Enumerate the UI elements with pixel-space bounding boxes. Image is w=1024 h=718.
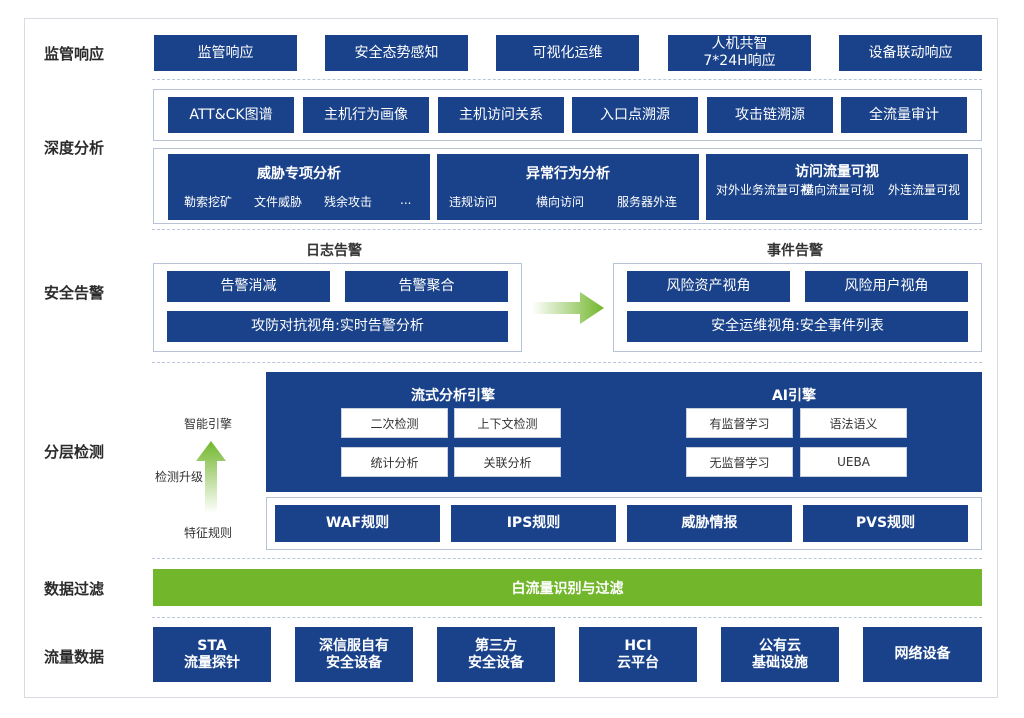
stream-engine-title: 流式分析引擎 — [411, 388, 495, 404]
ai-engine-item: UEBA — [800, 447, 907, 477]
row-label-deep-analysis: 深度分析 — [44, 139, 105, 157]
ai-engine-item: 无监督学习 — [686, 447, 793, 477]
threat-analysis-title: 威胁专项分析 — [257, 166, 341, 182]
anomaly-analysis-title: 异常行为分析 — [526, 166, 610, 182]
event-alarm-box: 风险资产视角 — [627, 271, 790, 302]
row-label-security-alarm: 安全告警 — [44, 284, 105, 302]
visit-item: 外连流量可视 — [888, 183, 961, 197]
traffic-source-box: 公有云基础设施 — [721, 627, 839, 682]
event-alarm-wide-box: 安全运维视角:安全事件列表 — [627, 311, 968, 342]
stream-engine-item: 统计分析 — [341, 447, 448, 477]
log-alarm-box: 告警消减 — [167, 271, 330, 302]
event-alarm-box: 风险用户视角 — [805, 271, 968, 302]
visit-item: 对外业务流量可视 — [716, 183, 813, 197]
deep-top-box: 全流量审计 — [841, 97, 967, 133]
separator — [152, 229, 982, 230]
ai-engine-item: 语法语义 — [800, 408, 907, 438]
stream-engine-item: 上下文检测 — [454, 408, 561, 438]
log-alarm-box: 告警聚合 — [345, 271, 508, 302]
rule-box: PVS规则 — [803, 505, 968, 542]
white-traffic-filter-bar: 白流量识别与过滤 — [153, 569, 982, 606]
anomaly-analysis-panel: 异常行为分析 违规访问 横向访问 服务器外连 — [437, 154, 699, 220]
row-label-data-filter: 数据过滤 — [44, 580, 105, 598]
visit-item: 横向流量可视 — [802, 183, 875, 197]
monitor-box: 监管响应 — [154, 35, 297, 71]
threat-item: 勒索挖矿 — [184, 195, 233, 209]
deep-top-box: ATT&CK图谱 — [168, 97, 294, 133]
threat-item: 残余攻击 — [324, 195, 373, 209]
ai-engine-item: 有监督学习 — [686, 408, 793, 438]
threat-analysis-panel: 威胁专项分析 勒索挖矿 文件威胁 残余攻击 ... — [168, 154, 430, 220]
upgrade-top-label: 智能引擎 — [184, 417, 233, 431]
monitor-box: 设备联动响应 — [839, 35, 982, 71]
stream-engine-item: 二次检测 — [341, 408, 448, 438]
traffic-source-box: 网络设备 — [863, 627, 982, 682]
rule-box: 威胁情报 — [627, 505, 792, 542]
ai-engine-title: AI引擎 — [771, 388, 817, 404]
diagram-frame — [24, 18, 998, 698]
threat-item: ... — [400, 193, 412, 207]
anomaly-item: 横向访问 — [536, 195, 585, 209]
anomaly-item: 违规访问 — [449, 195, 498, 209]
threat-item: 文件威胁 — [254, 195, 303, 209]
log-alarm-wide-box: 攻防对抗视角:实时告警分析 — [167, 311, 508, 342]
row-label-monitor: 监管响应 — [44, 45, 105, 63]
rule-box: IPS规则 — [451, 505, 616, 542]
deep-top-box: 入口点溯源 — [572, 97, 698, 133]
anomaly-item: 服务器外连 — [617, 195, 678, 209]
visit-traffic-title: 访问流量可视 — [795, 164, 879, 180]
traffic-source-box: 第三方安全设备 — [437, 627, 555, 682]
deep-top-box: 主机行为画像 — [303, 97, 429, 133]
separator — [152, 617, 982, 618]
separator — [152, 558, 982, 559]
rule-box: WAF规则 — [275, 505, 440, 542]
separator — [152, 79, 982, 80]
stream-engine-item: 关联分析 — [454, 447, 561, 477]
upgrade-bottom-label: 特征规则 — [184, 526, 233, 540]
deep-top-box: 主机访问关系 — [438, 97, 564, 133]
row-label-layered-detection: 分层检测 — [44, 443, 105, 461]
traffic-source-box: 深信服自有安全设备 — [295, 627, 413, 682]
upgrade-middle-label: 检测升级 — [155, 470, 204, 484]
visit-traffic-panel: 访问流量可视 对外业务流量可视 横向流量可视 外连流量可视 — [706, 154, 968, 220]
row-label-traffic-data: 流量数据 — [44, 648, 105, 666]
event-alarm-heading: 事件告警 — [767, 243, 823, 259]
separator — [152, 362, 982, 363]
monitor-box: 安全态势感知 — [325, 35, 468, 71]
monitor-box: 可视化运维 — [496, 35, 639, 71]
log-alarm-heading: 日志告警 — [306, 243, 362, 259]
up-arrow-icon — [196, 441, 226, 513]
right-arrow-icon — [532, 292, 604, 324]
deep-top-box: 攻击链溯源 — [707, 97, 833, 133]
